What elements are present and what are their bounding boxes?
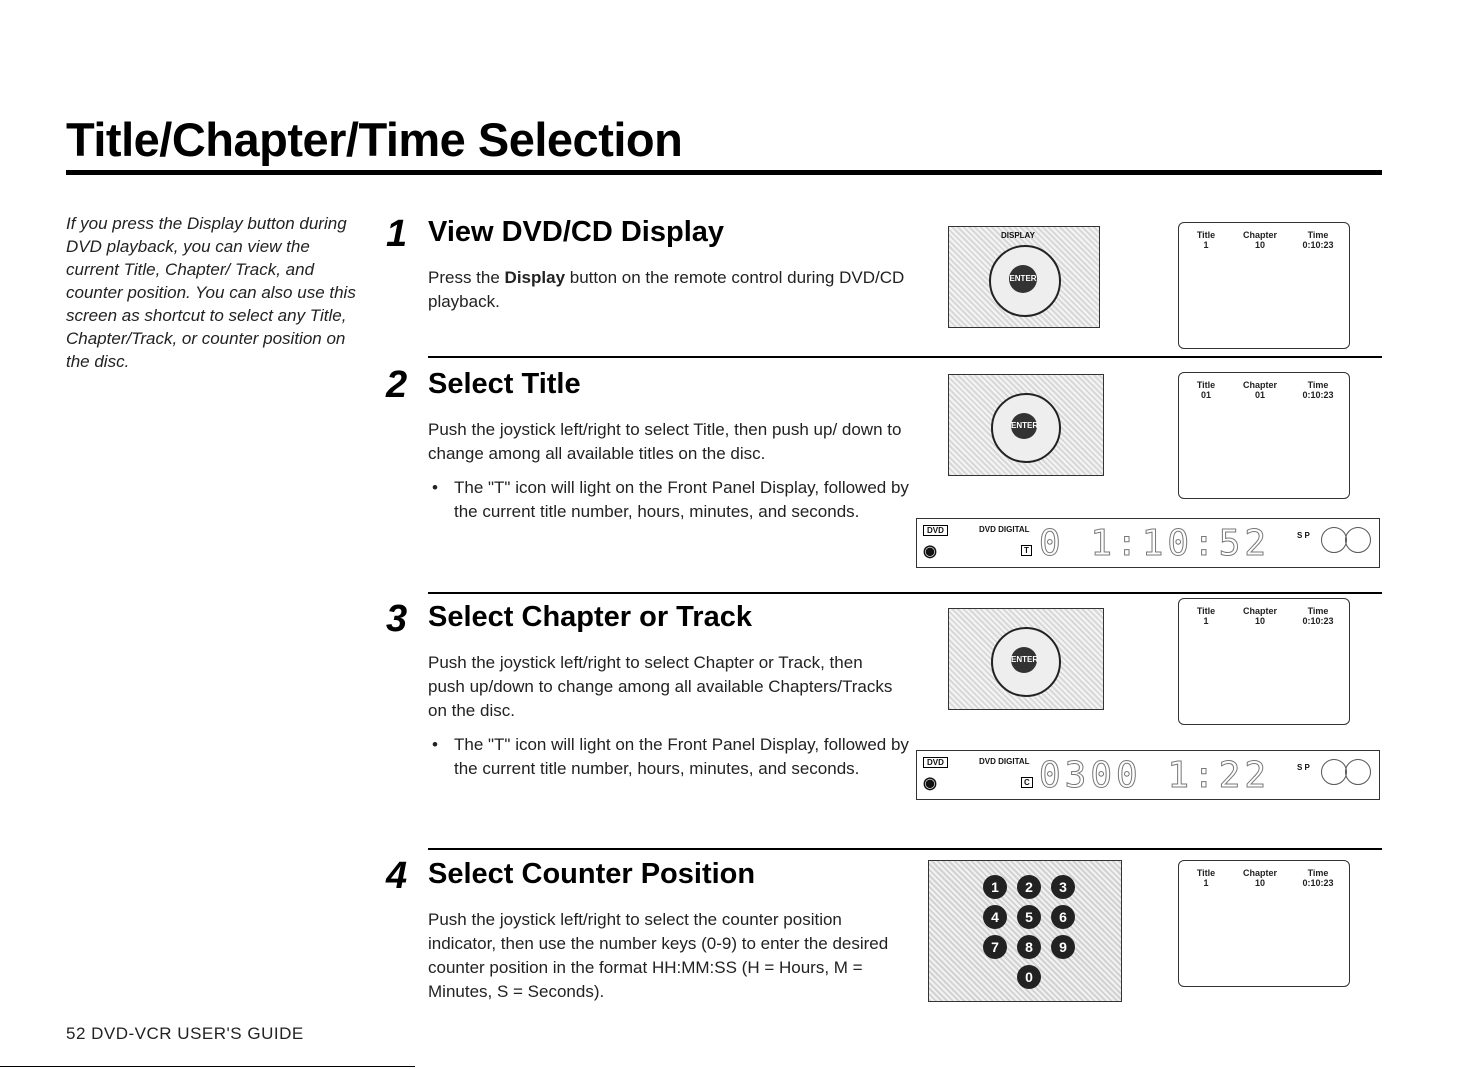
step-heading: View DVD/CD Display <box>428 216 725 248</box>
number-key: 8 <box>1017 935 1041 959</box>
number-key: 0 <box>1017 965 1041 989</box>
dvd-badge: DVD <box>923 525 948 536</box>
sp-indicator: S P <box>1297 531 1310 540</box>
step-number: 1 <box>386 213 408 255</box>
front-panel-display: DVD ◉ DVD DIGITAL T 0 1:10:52 S P <box>916 518 1380 568</box>
step-heading: Select Title <box>428 368 581 400</box>
section-rule <box>428 848 1382 850</box>
bottom-rule <box>0 1066 415 1067</box>
reel-icon <box>1345 527 1371 553</box>
enter-label: ENTER <box>1011 647 1038 673</box>
number-key: 2 <box>1017 875 1041 899</box>
remote-illustration: ENTER <box>948 608 1104 710</box>
step-number: 4 <box>386 855 408 897</box>
display-key-label: DISPLAY <box>1001 231 1035 240</box>
disc-icon: ◉ <box>923 543 937 560</box>
number-keypad-illustration: 1 2 3 4 5 6 7 8 9 0 <box>928 860 1122 1002</box>
section-rule <box>428 592 1382 594</box>
step-number: 3 <box>386 598 408 640</box>
step-heading: Select Counter Position <box>428 858 756 890</box>
lcd-digits: 0300 1:22 <box>1038 755 1271 797</box>
step-number: 2 <box>386 364 408 406</box>
step-body: Push the joystick left/right to select C… <box>428 653 893 720</box>
enter-label: ENTER <box>1011 413 1038 439</box>
page-title: Title/Chapter/Time Selection <box>66 113 683 166</box>
step-body: Push the joystick left/right to select t… <box>428 910 889 1001</box>
number-key: 1 <box>983 875 1007 899</box>
sp-indicator: S P <box>1297 763 1310 772</box>
dvd-badge: DVD <box>923 757 948 768</box>
number-key: 9 <box>1051 935 1075 959</box>
number-key: 4 <box>983 905 1007 929</box>
number-key: 6 <box>1051 905 1075 929</box>
step-body: Push the joystick left/right to select T… <box>428 420 902 463</box>
title-rule <box>66 170 1382 175</box>
display-button-label: Display <box>504 268 566 287</box>
step-bullet: The "T" icon will light on the Front Pan… <box>428 476 916 524</box>
lcd-digits: 0 1:10:52 <box>1038 523 1271 565</box>
front-panel-display: DVD ◉ DVD DIGITAL C 0300 1:22 S P <box>916 750 1380 800</box>
digital-badge: DVD DIGITAL <box>979 757 1030 766</box>
title-indicator-icon: T <box>1021 545 1032 556</box>
number-key: 7 <box>983 935 1007 959</box>
disc-icon: ◉ <box>923 775 937 792</box>
remote-illustration: ENTER DISPLAY <box>948 226 1100 328</box>
intro-text: If you press the Display button during D… <box>66 214 356 371</box>
reel-icon <box>1345 759 1371 785</box>
step-bullet: The "T" icon will light on the Front Pan… <box>428 733 916 781</box>
joystick-icon <box>989 245 1061 317</box>
step-heading: Select Chapter or Track <box>428 601 752 633</box>
digital-badge: DVD DIGITAL <box>979 525 1030 534</box>
remote-illustration: ENTER <box>948 374 1104 476</box>
section-rule <box>428 356 1382 358</box>
page-footer: 52 DVD-VCR USER'S GUIDE <box>66 1024 304 1043</box>
number-key: 3 <box>1051 875 1075 899</box>
step-body: Press the Display button on the remote c… <box>428 268 905 311</box>
reel-icon <box>1321 527 1347 553</box>
chapter-indicator-icon: C <box>1021 777 1033 788</box>
number-key: 5 <box>1017 905 1041 929</box>
enter-label: ENTER <box>1009 265 1037 293</box>
reel-icon <box>1321 759 1347 785</box>
